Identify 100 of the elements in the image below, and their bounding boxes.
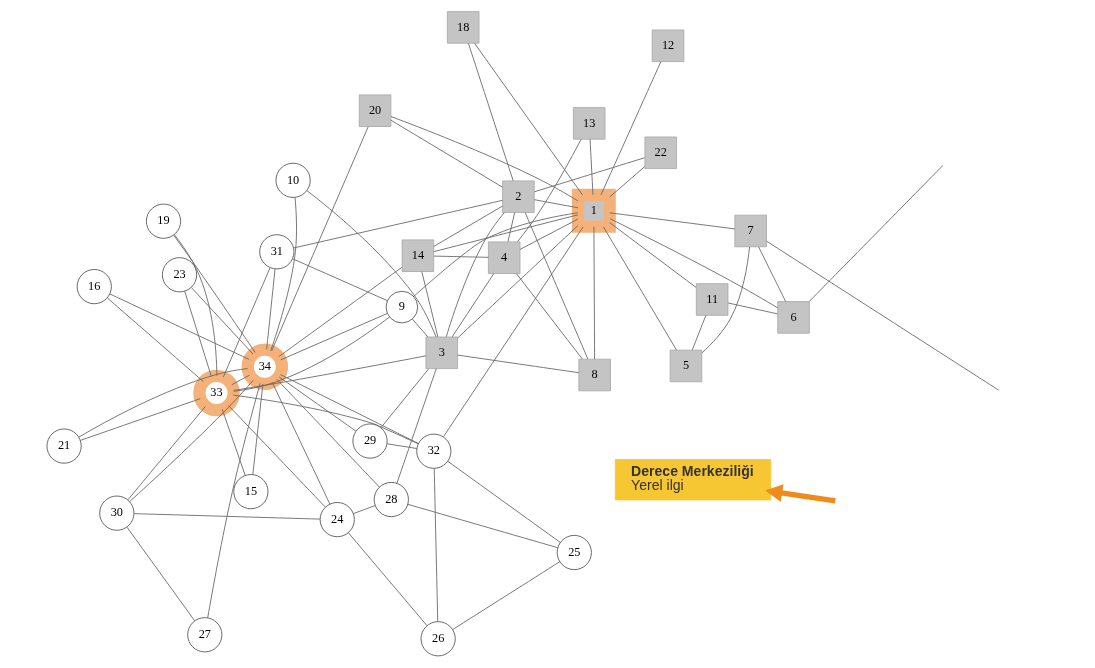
node-box: 13 [572, 107, 605, 140]
connector [380, 368, 429, 428]
connector [206, 382, 261, 619]
node-box: 18 [446, 11, 479, 44]
node-circle: 27 [186, 617, 222, 653]
arrow [764, 484, 836, 504]
node-box: 1 [571, 188, 616, 233]
connector [602, 226, 677, 351]
node-circle: 19 [145, 203, 181, 239]
node-box: 22 [643, 136, 677, 170]
connector [411, 318, 428, 338]
connector [432, 255, 489, 258]
node-box: 14 [401, 239, 434, 272]
connector [126, 405, 206, 501]
connector [269, 196, 297, 352]
connector [183, 290, 212, 377]
connector [291, 258, 388, 302]
connector [279, 374, 419, 444]
connector [390, 119, 503, 188]
connector [608, 212, 735, 230]
connector [230, 374, 250, 386]
connector [407, 503, 558, 549]
node-circle: 15 [232, 474, 268, 510]
node-circle: 33 [192, 369, 240, 417]
connector [106, 297, 204, 383]
node-box: 7 [733, 214, 767, 248]
node-circle: 26 [420, 621, 456, 657]
connector [433, 468, 438, 622]
connector [172, 234, 256, 353]
connector [608, 166, 645, 198]
node-box: 8 [577, 358, 611, 392]
connector [292, 199, 503, 249]
connector [524, 212, 588, 360]
connector [133, 513, 320, 520]
node-box: 6 [776, 301, 810, 334]
connector [446, 460, 561, 543]
connector [352, 505, 376, 515]
connector [451, 273, 494, 338]
connector [592, 226, 595, 360]
connector [507, 212, 515, 243]
connector [451, 561, 560, 631]
connector [270, 126, 369, 352]
connector [691, 315, 706, 351]
connector [126, 526, 195, 622]
node-circle: 25 [556, 534, 592, 571]
node-box: 4 [487, 241, 520, 274]
connector [757, 246, 786, 302]
connector [727, 302, 778, 315]
node-circle: 9 [385, 290, 418, 324]
node-box: 2 [501, 180, 535, 213]
connector [232, 355, 426, 391]
node-box: 11 [695, 283, 728, 316]
connector [467, 42, 514, 182]
connector [432, 205, 503, 247]
node-box: 3 [425, 336, 458, 370]
connector [79, 398, 201, 441]
connector [222, 267, 270, 378]
connector [232, 316, 390, 392]
connector [278, 266, 402, 357]
connector [516, 139, 581, 243]
node-circle: 32 [415, 433, 451, 469]
connector [442, 226, 584, 438]
connector [390, 116, 578, 202]
connector [232, 394, 419, 445]
connector [347, 532, 427, 626]
node-circle: 23 [161, 257, 197, 293]
connector [275, 378, 380, 488]
connector [109, 293, 250, 360]
node-box: Derece Merkeziliği Yerel ilgi [614, 459, 771, 501]
connector [456, 225, 578, 339]
connector [221, 408, 246, 476]
connector [279, 313, 388, 361]
connector [396, 368, 437, 484]
connector [473, 43, 583, 196]
connector [190, 287, 253, 355]
connector [128, 379, 254, 503]
connector [608, 222, 696, 288]
connector [420, 271, 438, 338]
node-circle: 10 [275, 162, 311, 198]
connector [519, 218, 578, 250]
connector [533, 199, 578, 209]
connector [700, 246, 750, 354]
connector [173, 234, 217, 377]
node-circle: 31 [258, 234, 294, 270]
node-circle: 24 [319, 502, 355, 538]
connector [456, 354, 579, 374]
connector [808, 164, 943, 302]
connector [515, 273, 583, 360]
connector [432, 214, 578, 253]
connector [278, 376, 356, 432]
node-circle: 21 [46, 428, 82, 464]
connector [609, 218, 778, 309]
node-box: 5 [669, 349, 702, 383]
node-circle: 16 [76, 269, 112, 305]
connector [265, 268, 275, 350]
connector [78, 368, 248, 438]
connector [227, 405, 326, 508]
connector [765, 240, 999, 391]
node-circle: 34 [241, 343, 288, 391]
connector [600, 61, 661, 196]
